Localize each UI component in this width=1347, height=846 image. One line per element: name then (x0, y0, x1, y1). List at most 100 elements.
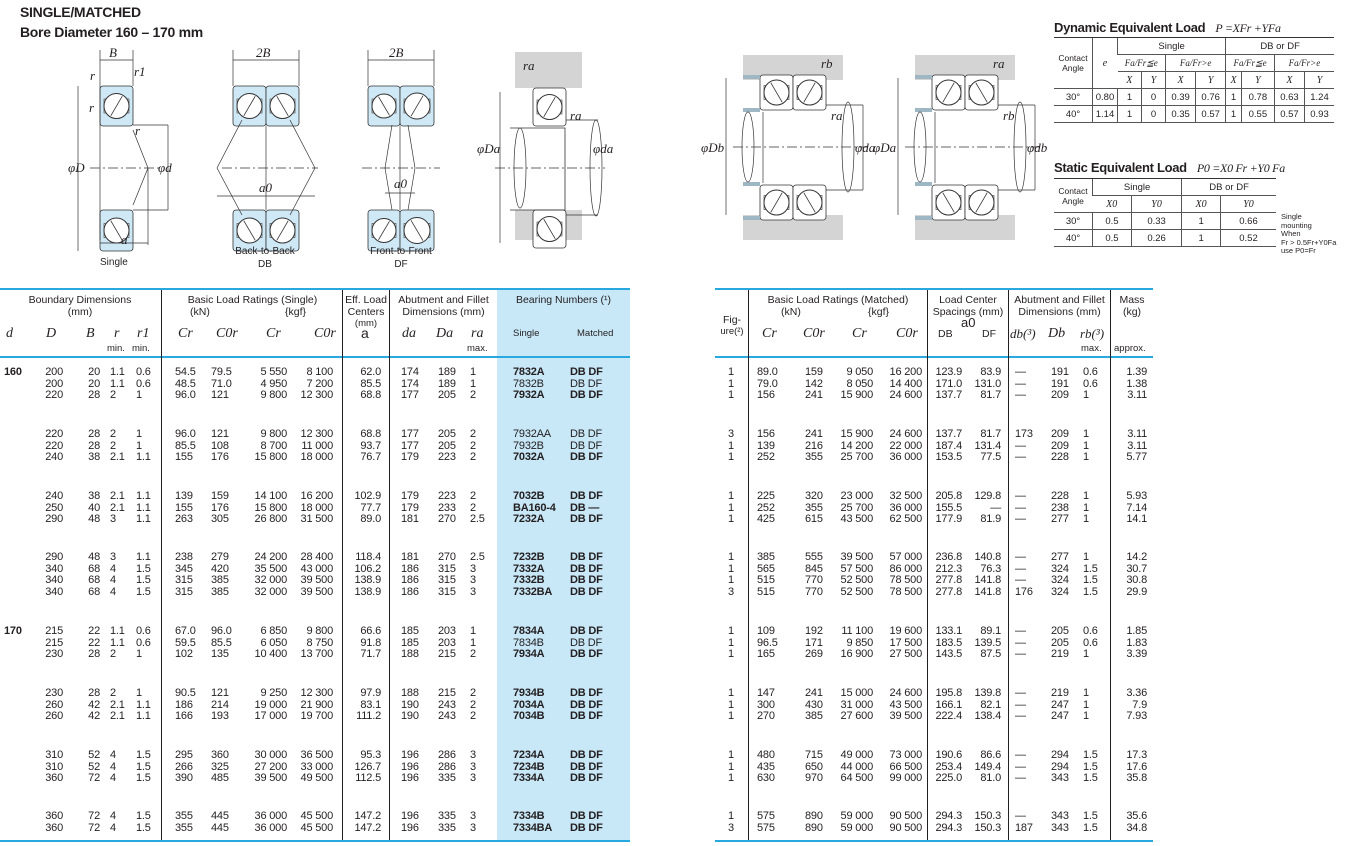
label-ra: ra (570, 108, 582, 123)
cell-spacing-df: 77.5 (980, 451, 1001, 464)
cell-figure: 1 (728, 562, 734, 575)
header-B: B (86, 326, 95, 341)
cell-spacing-db: 277.8 (935, 574, 962, 587)
cell-mass: 34.8 (1126, 821, 1147, 834)
y-header: Y (1303, 71, 1334, 89)
cell-cr-kgf: 9 050 (846, 366, 873, 378)
factor-value: 0.63 (1273, 88, 1305, 106)
cell-c0r-kgf: 66 500 (889, 760, 923, 773)
cell-rb: 1 (1083, 551, 1089, 563)
cell-c0rk: 45 500 (300, 810, 334, 822)
bearing-number-matched: DB DF (570, 821, 603, 834)
cell-b: 38 (88, 490, 100, 502)
cell-cr: 186 (175, 698, 193, 711)
header-approx: approx. (1114, 343, 1146, 354)
cell-c0r: 142 (805, 377, 823, 390)
x-header: X (1225, 71, 1242, 89)
cell-cr: 266 (175, 760, 193, 773)
cell-r1: 1.5 (136, 821, 151, 834)
bearing-number-single: 7932AA (513, 428, 551, 440)
cell-cr-kgf: 25 700 (840, 451, 874, 464)
bearing-number-single: 7832B (513, 377, 544, 390)
factor-value: 0.57 (1273, 105, 1305, 123)
cell-cr: 345 (175, 562, 193, 575)
cell-b: 68 (88, 574, 100, 587)
cell-spacing-df: 76.3 (980, 562, 1001, 575)
cell-spacing-df: 131.4 (974, 439, 1001, 452)
cell-c0r-kgf: 78 500 (889, 585, 923, 598)
cell-Db: 228 (1051, 451, 1069, 464)
cell-c0r: 85.5 (211, 636, 232, 649)
cell-a: 97.9 (360, 687, 381, 699)
cell-d: 220 (45, 389, 63, 402)
cell-spacing-db: 137.7 (935, 389, 962, 402)
cell-rb: 1 (1083, 513, 1089, 526)
table-bottom-rule (715, 840, 1153, 842)
cell-da: 190 (401, 698, 419, 711)
cell-cr: 90.5 (175, 687, 196, 699)
column-divider (389, 290, 390, 840)
cell-mass: 1.38 (1126, 377, 1147, 390)
cell-Db: 209 (1051, 389, 1069, 402)
cell-b: 68 (88, 562, 100, 575)
cell-c0r: 770 (805, 585, 823, 598)
caption-db-2: DB (258, 259, 272, 270)
y0-header: Y0 (1220, 195, 1276, 213)
cell-r1: 1.5 (136, 574, 151, 587)
cell-db: — (1015, 625, 1026, 637)
cell-rb: 1 (1083, 389, 1089, 402)
cell-figure: 1 (728, 451, 734, 464)
header-max: max. (467, 343, 488, 354)
cell-cr-kgf: 27 600 (840, 710, 874, 723)
cell-d: 220 (45, 439, 63, 452)
cell-da: 189 (438, 366, 456, 378)
cell-c0r-kgf: 17 500 (889, 636, 923, 649)
cell-b: 20 (88, 377, 100, 390)
cell-Db: 294 (1051, 760, 1069, 773)
cell-rb: 1 (1083, 501, 1089, 514)
cell-spacing-df: 131.0 (974, 377, 1001, 390)
single-header: Single (1091, 178, 1182, 196)
bearing-number-matched: DB DF (570, 562, 603, 575)
cell-mass: 3.11 (1127, 389, 1147, 402)
cell-cr: 252 (757, 451, 775, 464)
cell-c0r: 241 (805, 428, 823, 440)
cell-mass: 30.7 (1126, 562, 1147, 575)
header-boundary: Boundary Dimensions (28, 294, 132, 306)
cell-b: 28 (88, 687, 100, 699)
cell-db: — (1015, 772, 1026, 785)
factor-value: 1 (1181, 229, 1221, 247)
cell-b: 48 (88, 551, 100, 563)
cell-spacing-df: 82.1 (980, 698, 1001, 711)
cell-da: 179 (401, 501, 419, 514)
label-B: B (109, 45, 117, 60)
cell-cr: 355 (175, 810, 193, 822)
cell-cr: 96.5 (757, 636, 778, 649)
cell-d: 340 (45, 574, 63, 587)
diagram-line (942, 192, 955, 213)
cell-cr: 355 (175, 821, 193, 834)
cell-Db: 219 (1051, 648, 1069, 661)
cell-db: — (1015, 490, 1026, 502)
cell-db: — (1015, 749, 1026, 761)
cell-c0r-kgf: 27 500 (889, 648, 923, 661)
cell-crk: 6 050 (260, 636, 287, 649)
cell-da: 185 (401, 636, 419, 649)
cell-da: 177 (401, 389, 419, 402)
diagram-line (407, 167, 416, 211)
cell-da: 179 (401, 490, 419, 502)
cell-db: — (1015, 574, 1026, 587)
cell-r: 4 (110, 821, 116, 834)
note-line: When (1281, 229, 1301, 238)
cell-mass: 3.36 (1126, 687, 1147, 699)
cell-d: 260 (45, 698, 63, 711)
cell-a: 77.7 (360, 501, 381, 514)
cell-c0r-kgf: 62 500 (889, 513, 923, 526)
cell-figure: 1 (728, 389, 734, 402)
header-r: r (114, 326, 120, 341)
cell-ra: 2 (470, 451, 476, 464)
cell-mass: 35.8 (1126, 772, 1147, 785)
header-D: D (46, 326, 57, 341)
cell-da: 223 (438, 490, 456, 502)
